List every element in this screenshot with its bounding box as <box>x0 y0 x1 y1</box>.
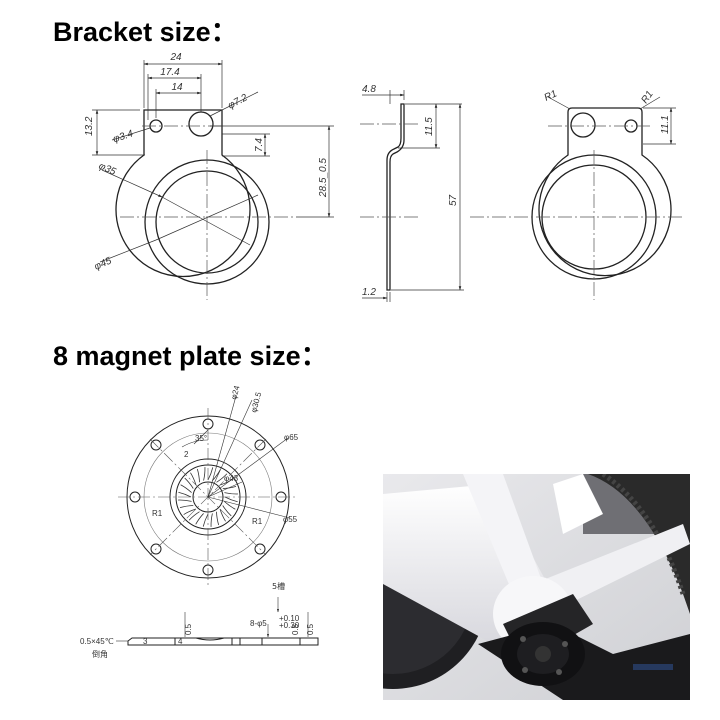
magnet-slot <box>210 513 213 527</box>
svg-text:φ3.4: φ3.4 <box>112 128 135 145</box>
bracket-back-dimensions <box>547 96 676 145</box>
svg-text:4: 4 <box>178 637 183 646</box>
svg-text:7.4: 7.4 <box>254 138 265 152</box>
magnet-plate-section-dimensions <box>116 597 309 642</box>
svg-text:14: 14 <box>171 82 183 93</box>
bracket-front-dimensions <box>92 60 334 263</box>
svg-text:57: 57 <box>448 194 459 206</box>
svg-text:1.2: 1.2 <box>362 287 376 298</box>
magnet-slot <box>203 467 206 481</box>
svg-text:R1: R1 <box>152 509 163 518</box>
magnet-plate-section-labels: 5槽 8-φ5 +0.10 +0.30 0.5 0.5 0.5×45℃ 倒角 3… <box>80 581 315 659</box>
magnet-slot <box>180 484 192 493</box>
svg-text:φ30.5: φ30.5 <box>249 391 263 414</box>
svg-text:R1: R1 <box>639 89 655 106</box>
magnet-slot <box>216 473 228 483</box>
svg-text:3: 3 <box>143 637 148 646</box>
magnet-slot <box>207 467 214 481</box>
magnet-slot <box>219 508 226 522</box>
photo-illustration <box>383 474 690 700</box>
magnet-slot <box>222 505 232 517</box>
svg-text:0.5×45℃: 0.5×45℃ <box>80 637 114 646</box>
bracket-side-view <box>386 103 405 291</box>
magnet-slot <box>224 492 238 495</box>
magnet-plate-dimensions <box>181 395 291 519</box>
magnet-plate-section-view <box>127 637 319 646</box>
bracket-back-view <box>531 107 672 280</box>
svg-text:4.8: 4.8 <box>362 84 376 95</box>
magnet-slot <box>196 468 200 483</box>
svg-text:φ7.2: φ7.2 <box>226 92 250 112</box>
svg-text:φ43: φ43 <box>224 474 239 483</box>
magnet-slot <box>224 496 238 503</box>
svg-text:11.5: 11.5 <box>424 117 435 136</box>
svg-text:17.4: 17.4 <box>160 67 180 78</box>
svg-text:8-φ5: 8-φ5 <box>250 619 267 628</box>
bike-bottom-bracket-photo <box>383 474 690 700</box>
magnet-slot <box>183 508 197 515</box>
bracket-back-centerlines <box>470 125 684 300</box>
bracket-size-heading: Bracket size： <box>53 17 238 47</box>
magnet-plate-slots <box>178 467 238 527</box>
svg-text:0.5: 0.5 <box>184 623 193 635</box>
magnet-slot <box>202 513 209 527</box>
svg-text:35°: 35° <box>195 434 207 443</box>
magnet-plate-size-heading: 8 magnet plate size： <box>53 341 328 371</box>
magnet-slot <box>222 485 237 489</box>
svg-text:2: 2 <box>184 450 189 459</box>
svg-text:24: 24 <box>169 52 182 63</box>
svg-text:φ55: φ55 <box>283 515 298 524</box>
magnet-slot <box>178 499 192 502</box>
svg-text:+0.30: +0.30 <box>279 621 300 630</box>
magnet-slot <box>190 472 197 486</box>
svg-text:倒角: 倒角 <box>92 649 108 659</box>
svg-text:0.5: 0.5 <box>306 623 315 635</box>
svg-text:R1: R1 <box>252 517 263 526</box>
svg-text:φ24: φ24 <box>229 384 241 400</box>
magnet-slot <box>188 511 200 521</box>
magnet-plate-dim-labels: φ24 φ30.5 φ65 φ55 φ43 35° 2 R1 R1 <box>152 384 299 526</box>
bracket-side-dim-labels: 4.8 11.5 57 1.2 <box>362 84 459 298</box>
magnet-slot <box>179 505 194 509</box>
svg-text:5槽: 5槽 <box>272 581 285 591</box>
svg-text:28.5_0.5: 28.5_0.5 <box>318 158 329 198</box>
magnet-slot <box>216 511 220 526</box>
svg-text:+0.10: +0.10 <box>279 614 300 623</box>
svg-text:11.1: 11.1 <box>660 115 671 134</box>
magnet-slot <box>195 513 204 525</box>
svg-text:R1: R1 <box>543 88 559 103</box>
bracket-front-view <box>115 109 270 285</box>
magnet-slot <box>184 477 194 489</box>
magnet-slot <box>224 501 236 510</box>
svg-text:φ65: φ65 <box>284 433 299 442</box>
bracket-side-centerlines <box>360 123 420 218</box>
svg-text:0.5: 0.5 <box>291 623 300 635</box>
bracket-side-dimensions <box>362 90 464 302</box>
magnet-slot <box>178 491 192 498</box>
svg-text:13.2: 13.2 <box>84 116 95 136</box>
